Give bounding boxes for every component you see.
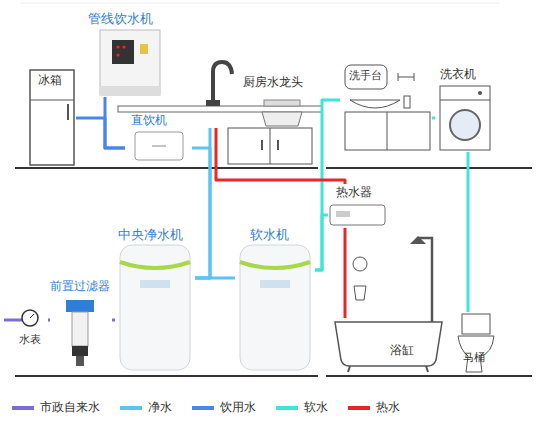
legend-label: 热水 xyxy=(376,399,400,416)
water-pipe xyxy=(76,118,125,148)
central-purifier-figure xyxy=(120,245,190,370)
water-pipe xyxy=(48,319,50,322)
node-label: 中央净水机 xyxy=(118,228,183,243)
kitchen-counter xyxy=(118,100,322,164)
node-label: 软水机 xyxy=(250,228,289,243)
meter-node: 水表 xyxy=(14,306,48,350)
toilet-figure xyxy=(458,314,494,372)
washbasin-figure xyxy=(345,65,430,150)
legend-swatch xyxy=(348,406,370,410)
washer-figure xyxy=(440,86,490,150)
node-label: 前置过滤器 xyxy=(50,280,110,294)
node-label: 管线饮水机 xyxy=(88,12,153,27)
legend-swatch xyxy=(12,406,34,410)
legend-label: 饮用水 xyxy=(220,399,256,416)
legend-swatch xyxy=(276,406,298,410)
node-label: 浴缸 xyxy=(390,344,414,358)
legend-item: 市政自来水 xyxy=(12,399,100,416)
shower-figure xyxy=(353,236,432,330)
legend-item: 软水 xyxy=(276,399,328,416)
water-pipe xyxy=(112,319,115,322)
faucet-node: 厨房水龙头 xyxy=(200,58,318,128)
bathtub-figure xyxy=(335,322,442,372)
legend-label: 市政自来水 xyxy=(40,399,100,416)
fridge-node: 冰箱 xyxy=(28,66,76,166)
legend-swatch xyxy=(120,406,142,410)
softener-node: 软水机 xyxy=(235,226,315,372)
water-pipe xyxy=(467,152,470,312)
meter-figure xyxy=(22,310,38,326)
node-label: 马桶 xyxy=(463,352,485,365)
water-pipe xyxy=(192,148,210,278)
purifier-node: 直饮机 xyxy=(125,112,192,163)
node-label: 厨房水龙头 xyxy=(243,76,303,90)
heater-node: 热水器 xyxy=(328,184,392,228)
heater-figure xyxy=(330,205,385,225)
prefilter-node: 前置过滤器 xyxy=(50,278,112,370)
node-label: 热水器 xyxy=(336,186,372,200)
faucet-figure xyxy=(206,62,232,106)
toilet-node: 马桶 xyxy=(455,312,497,372)
node-label: 冰箱 xyxy=(38,74,62,88)
node-label: 水表 xyxy=(19,334,41,347)
water-pipe xyxy=(344,228,347,318)
water-pipe xyxy=(432,117,435,120)
washer-node: 洗衣机 xyxy=(435,64,497,152)
direct-purifier-figure xyxy=(135,132,183,160)
fridge-figure xyxy=(30,70,74,165)
node-label: 洗衣机 xyxy=(440,68,476,82)
water-pipe xyxy=(216,128,345,184)
dispenser-node: 管线饮水机 xyxy=(85,10,165,97)
legend-item: 饮用水 xyxy=(192,399,256,416)
node-label: 洗手台 xyxy=(349,70,382,83)
softener-figure xyxy=(240,245,310,370)
floors xyxy=(15,168,532,376)
bathtub-node: 浴缸 xyxy=(332,318,446,372)
legend-label: 软水 xyxy=(304,399,328,416)
legend-item: 净水 xyxy=(120,399,172,416)
water-pipe xyxy=(105,97,125,148)
top-rule xyxy=(20,3,500,4)
legend-swatch xyxy=(192,406,214,410)
prefilter-figure xyxy=(66,300,94,366)
legend-label: 净水 xyxy=(148,399,172,416)
water-pipe xyxy=(195,128,210,278)
washbasin-node: 洗手台 xyxy=(340,62,432,152)
central-purifier-node: 中央净水机 xyxy=(115,226,195,372)
dispenser-figure xyxy=(100,30,160,95)
node-label: 直饮机 xyxy=(131,114,167,128)
water-pipe xyxy=(315,100,340,270)
legend: 市政自来水 净水 饮用水 软水 热水 xyxy=(12,399,400,416)
supply-pipe xyxy=(4,320,22,321)
legend-item: 热水 xyxy=(348,399,400,416)
